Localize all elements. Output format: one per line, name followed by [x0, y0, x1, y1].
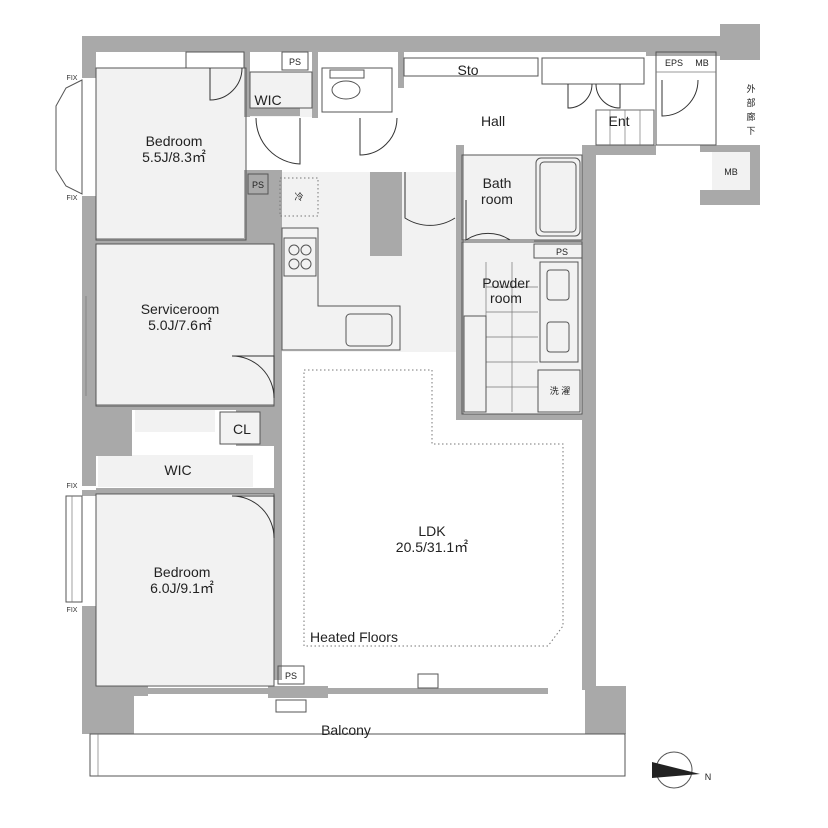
bedroom-bottom-name: Bedroom [154, 564, 211, 580]
serviceroom-size: 5.0J/7.6㎡ [148, 317, 212, 333]
north-label: N [705, 772, 712, 782]
serviceroom-name: Serviceroom [141, 301, 220, 317]
room-labels: Bedroom 5.5J/8.3㎡ WIC Sto Hall Ent Bath … [141, 62, 630, 738]
heated-floors-label: Heated Floors [310, 629, 398, 645]
fix-label-4: FIX [67, 607, 78, 614]
ps-label-powder: PS [556, 247, 568, 257]
walls [82, 24, 760, 734]
north-arrow: N [652, 751, 712, 789]
ps-label-bottom: PS [285, 671, 297, 681]
corridor-char-3: 廊 [746, 111, 755, 122]
tile-grid [485, 262, 538, 412]
wic-mid-label: WIC [164, 462, 191, 478]
balcony-label: Balcony [321, 722, 371, 738]
eps-label: EPS [665, 58, 683, 68]
corridor-char-2: 部 [746, 97, 755, 108]
mb-label-right: MB [724, 167, 738, 177]
fix-label-3: FIX [67, 483, 78, 490]
mb-label-top: MB [695, 58, 709, 68]
washer-label: 洗 濯 [550, 385, 571, 396]
ps-label-top: PS [289, 57, 301, 67]
entrance-label: Ent [608, 113, 629, 129]
small-labels: PS PS PS PS EPS MB MB FIX FIX FIX FIX 冷 … [67, 57, 756, 681]
ldk-size: 20.5/31.1㎡ [396, 539, 468, 555]
fix-label-1: FIX [67, 75, 78, 82]
corridor-char-4: 下 [746, 126, 755, 136]
hall-label: Hall [481, 113, 505, 129]
bedroom-bottom-size: 6.0J/9.1㎡ [150, 580, 214, 596]
bath-line1: Bath [483, 175, 512, 191]
fix-label-2: FIX [67, 195, 78, 202]
ps-label-fridge: PS [252, 180, 264, 190]
details [55, 51, 717, 777]
bedroom-top-size: 5.5J/8.3㎡ [142, 149, 206, 165]
fridge-label: 冷 [294, 191, 303, 202]
bath-line2: room [481, 191, 513, 207]
ldk-name: LDK [418, 523, 446, 539]
bedroom-top-name: Bedroom [146, 133, 203, 149]
wic-top-label: WIC [254, 92, 281, 108]
storage-label: Sto [457, 62, 478, 78]
powder-line1: Powder [482, 275, 530, 291]
corridor-char-1: 外 [746, 83, 755, 94]
powder-line2: room [490, 290, 522, 306]
closet-label: CL [233, 421, 251, 437]
